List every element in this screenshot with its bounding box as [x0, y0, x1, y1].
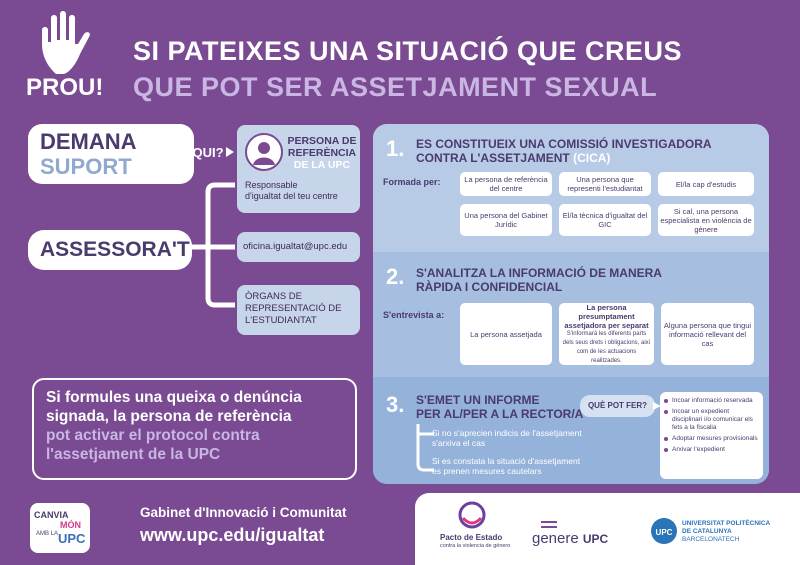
pacto-label: Pacto de Estado [440, 533, 503, 542]
branch-lines [190, 182, 235, 308]
upc-logo-icon: UPC [651, 518, 677, 544]
pacto-logo-icon [458, 501, 486, 529]
page-title-line1: SI PATEIXES UNA SITUACIÓ QUE CREUS [133, 36, 683, 66]
genere-bar [541, 526, 557, 528]
action-item: Adoptar mesures provisionals [664, 435, 758, 442]
gabinet-label: Gabinet d'Innovació i Comunitat [140, 505, 347, 520]
aqui-arrow-icon [226, 147, 234, 157]
cica-member: Una persona que representi l'estudiantat [559, 172, 651, 196]
canvia-mon-logo: CANVIA MÓN AMB LA UPC [30, 503, 90, 553]
a-qui-label: A QUI? [180, 145, 224, 160]
person-avatar-icon [245, 133, 283, 171]
interviewee: La persona presumptament assetjadora per… [559, 303, 654, 365]
igualtat-url[interactable]: www.upc.edu/igualtat [140, 525, 325, 545]
demana-suport-box: DEMANA SUPORT [28, 124, 194, 184]
que-pot-fer-badge: QUÈ POT FER? [580, 395, 655, 417]
email-box[interactable]: oficina.igualtat@upc.edu [237, 232, 360, 262]
assessorat-box: ASSESSORA'T [28, 230, 192, 270]
genere-logo: genere UPC [532, 530, 609, 547]
step2-number: 2. [386, 264, 405, 289]
step1-number: 1. [386, 136, 405, 161]
svg-text:UPC: UPC [656, 528, 673, 537]
cica-member: El/la tècnica d'igualtat del GIC [559, 204, 651, 236]
pacto-sub: contra la violencia de género [440, 543, 511, 549]
step2-label: S'entrevista a: [383, 310, 445, 320]
arrow-icon [653, 402, 661, 410]
suport-label: SUPORT [40, 154, 132, 179]
page-title-line2: QUE POT SER ASSETJAMENT SEXUAL [133, 72, 658, 102]
prou-badge: PROU! [26, 74, 104, 101]
demana-label: DEMANA [40, 129, 137, 154]
cica-member: La persona de referència del centre [460, 172, 552, 196]
action-item: Incoar informació reservada [664, 397, 759, 405]
cica-member: Una persona del Gabinet Jurídic [460, 204, 552, 236]
queixa-notice: Si formules una queixa o denúncia signad… [32, 378, 357, 480]
hand-icon [42, 11, 90, 74]
step3-number: 3. [386, 392, 405, 417]
outcome-yes: Si es constata la situació d'assetjament… [432, 456, 581, 476]
interviewee: Alguna persona que tingui informació rel… [661, 303, 754, 365]
action-item: Incoar un expedient disciplinari i/o com… [664, 408, 759, 432]
rector-actions-list: Incoar informació reservada Incoar un ex… [660, 392, 763, 479]
email-link[interactable]: oficina.igualtat@upc.edu [243, 241, 348, 252]
genere-bar [541, 521, 557, 523]
outcome-no: Si no s'aprecien indicis de l'assetjamen… [432, 428, 582, 448]
step1-label: Formada per: [383, 177, 441, 187]
interviewee: La persona assetjada [460, 303, 552, 365]
cica-member: El/la cap d'estudis [658, 172, 754, 196]
action-item: Arxivar l'expedient [664, 446, 759, 454]
step3-branch [416, 424, 434, 472]
cica-member: Si cal, una persona especialista en viol… [658, 204, 754, 236]
step1-title: ES CONSTITUEIX UNA COMISSIÓ INVESTIGADOR… [416, 137, 712, 165]
